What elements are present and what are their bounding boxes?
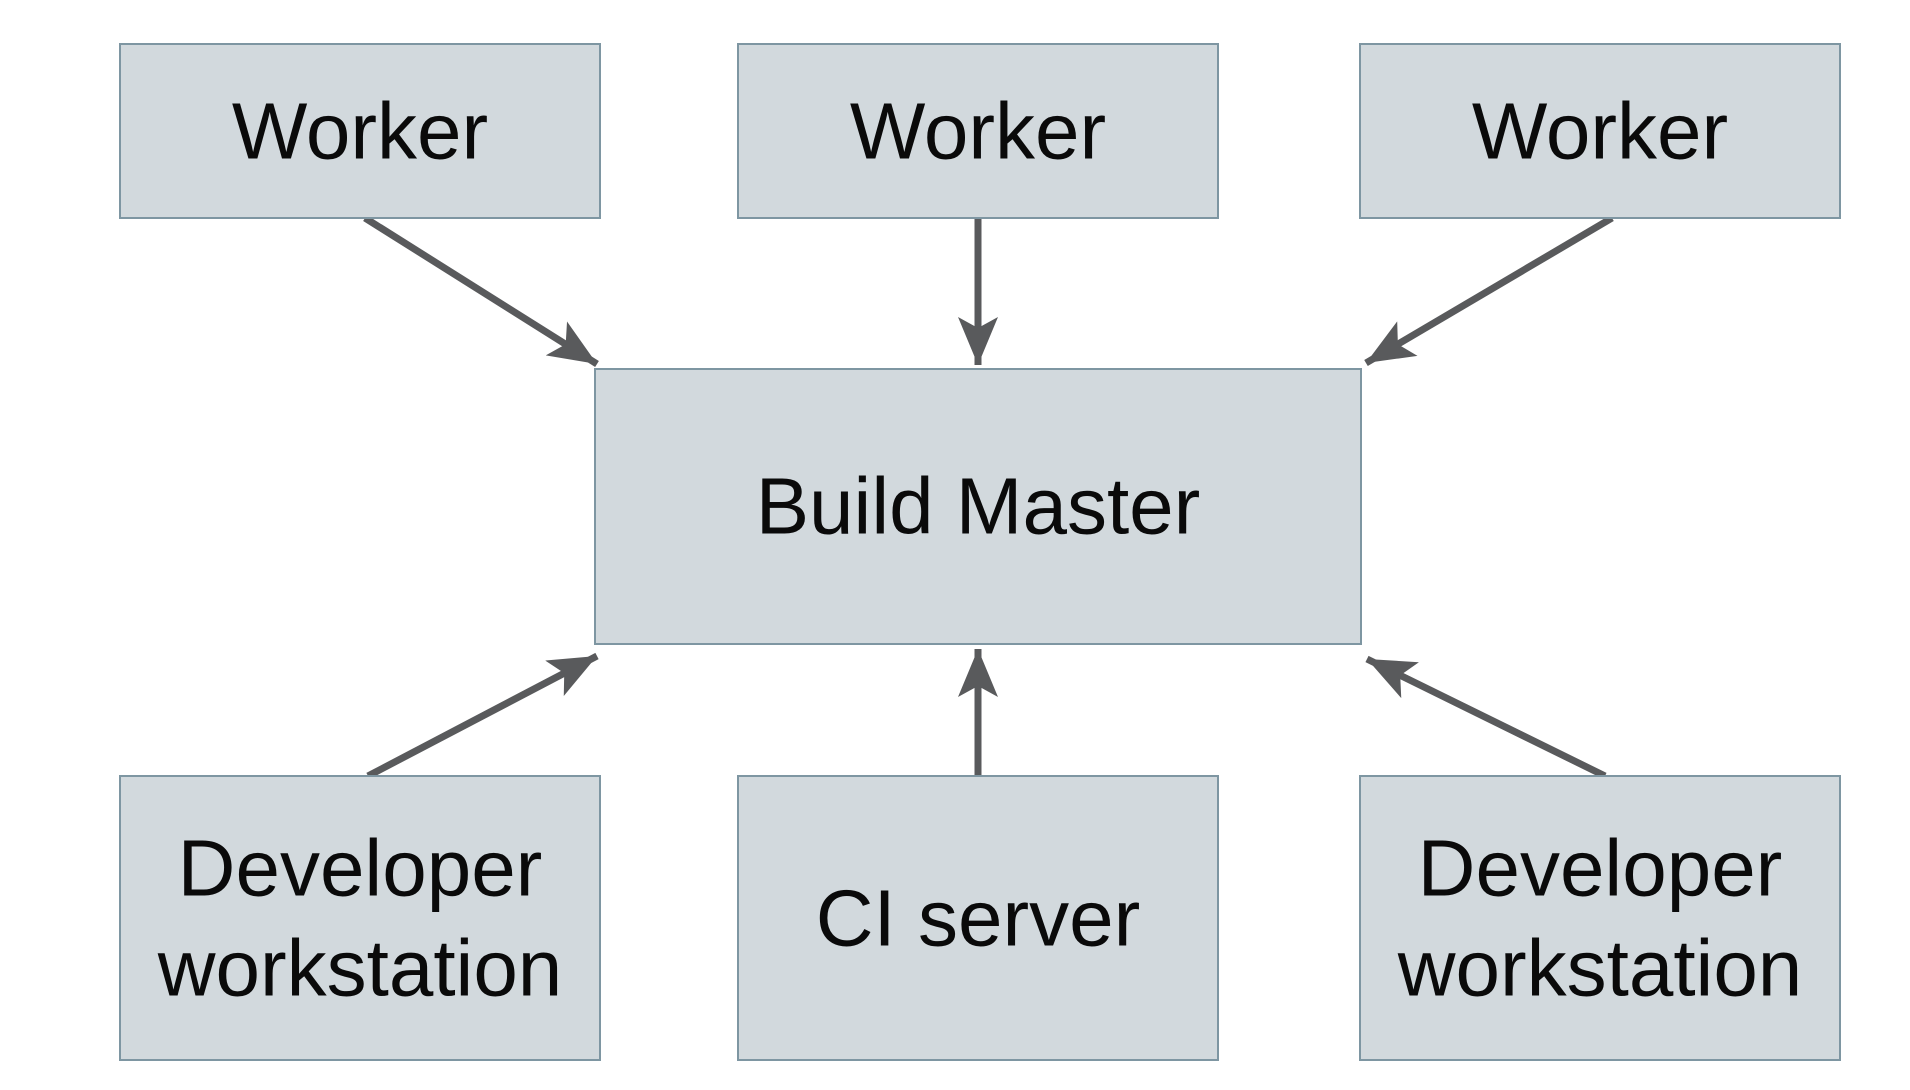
arrow-dev-workstation-2-to-build-master [1365,655,1607,780]
node-worker-3-label: Worker [1472,87,1728,176]
node-ci-server: CI server [737,775,1219,1061]
node-worker-1: Worker [119,43,601,219]
arrow-worker-3-to-build-master [1364,214,1614,367]
node-dev-workstation-1-label-line1: Developer [178,824,543,913]
node-dev-workstation-2-box [1359,775,1841,1061]
node-worker-2-box [737,43,1219,219]
node-dev-workstation-1: Developer workstation [119,775,601,1061]
node-dev-workstation-2-label-line2: workstation [1397,924,1803,1013]
edges-layer [363,214,1614,780]
arrow-dev-workstation-1-to-build-master [366,652,599,780]
node-dev-workstation-1-box [119,775,601,1061]
node-ci-server-box [737,775,1219,1061]
node-worker-2: Worker [737,43,1219,219]
node-worker-3: Worker [1359,43,1841,219]
arrow-worker-1-to-build-master [363,215,599,367]
node-dev-workstation-2: Developer workstation [1359,775,1841,1061]
node-ci-server-label: CI server [816,874,1141,963]
node-worker-3-box [1359,43,1841,219]
node-build-master-box [594,368,1362,645]
node-build-master-label: Build Master [756,462,1201,551]
node-build-master: Build Master [594,368,1362,645]
node-worker-1-box [119,43,601,219]
node-dev-workstation-1-label-line2: workstation [157,924,563,1013]
node-worker-2-label: Worker [850,87,1106,176]
node-worker-1-label: Worker [232,87,488,176]
node-dev-workstation-2-label-line1: Developer [1418,824,1783,913]
